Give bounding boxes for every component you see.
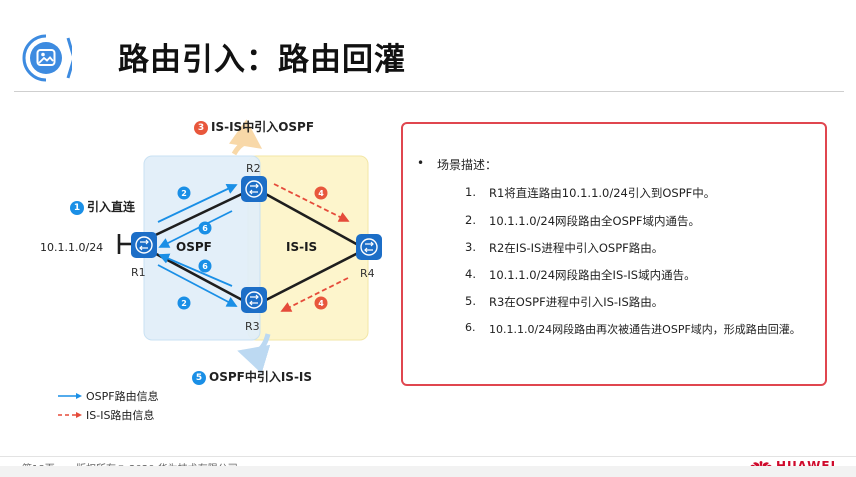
badge-6-top: 6 [198,221,212,235]
isis-arrow-r2-r4 [273,183,350,222]
router-label-r1: R1 [131,266,146,279]
badge-text: 4 [318,299,324,308]
badge-text: 6 [202,224,208,233]
item-text: R3在OSPF进程中引入IS-IS路由。 [489,295,664,309]
step-text: 引入直连 [87,200,136,214]
router-icon-r3 [241,287,267,313]
scenario-title-text: 场景描述： [437,158,498,172]
footer-divider [0,456,856,457]
router-icon-r1 [131,232,157,258]
step-number: 3 [194,121,208,135]
item-text: 10.1.1.0/24网段路由全OSPF域内通告。 [489,214,700,228]
page-title: 路由引入：路由回灌 [118,42,406,78]
badge-6-bottom: 6 [198,259,212,273]
item-text: 10.1.1.0/24网段路由全IS-IS域内通告。 [489,268,696,282]
router-icon-r2 [241,176,267,202]
image-icon [22,34,72,82]
topology-graphic: 2 6 6 2 4 4 [117,119,382,374]
router-label-r4: R4 [360,267,375,280]
header-divider [14,91,844,92]
legend-label: OSPF路由信息 [86,390,159,403]
item-text: 10.1.1.0/24网段路由再次被通告进OSPF域内，形成路由回灌。 [489,323,801,336]
ospf-domain-label: OSPF [176,240,212,254]
item-text: R1将直连路由10.1.1.0/24引入到OSPF中。 [489,186,716,200]
network-prefix: 10.1.1.0/24 [40,241,104,254]
router-icon-r4 [356,234,382,260]
badge-text: 2 [181,299,187,308]
ospf-arrow-r3-r1 [158,253,233,287]
bullet-icon: • [417,156,425,170]
isis-arrow-r4-r3 [280,277,349,312]
links [117,190,361,304]
import-curve-bottom [237,333,271,374]
ospf-arrow-r2-r1 [158,210,233,248]
badge-4-top: 4 [314,186,328,200]
badge-2-top: 2 [177,186,191,200]
scenario-title: • 场景描述： [417,156,498,173]
router-label-r3: R3 [245,320,260,333]
badge-4-bottom: 4 [314,296,328,310]
badge-text: 2 [181,189,187,198]
ospf-arrow-r1-r2 [157,183,238,223]
step-text: OSPF中引入IS-IS [209,370,313,384]
badge-2-bottom: 2 [177,296,191,310]
scenario-description-box: • 场景描述： 1. R1将直连路由10.1.1.0/24引入到OSPF中。 2… [401,122,827,386]
solid-arrow-icon [58,393,82,399]
badge-text: 6 [202,262,208,271]
network-diagram: 2 6 6 2 4 4 [0,96,400,446]
legend-label: IS-IS路由信息 [86,409,155,422]
item-number: 3. [465,240,476,254]
item-number: 1. [465,185,476,199]
import-curve-top [228,119,263,156]
step-number: 5 [192,371,206,385]
router-label-r2: R2 [246,162,261,175]
step-number: 1 [70,201,84,215]
item-text: R2在IS-IS进程中引入OSPF路由。 [489,241,664,255]
slide-header: 路由引入：路由回灌 [0,0,856,96]
bottom-strip [0,466,856,477]
isis-domain-label: IS-IS [286,240,318,254]
item-number: 6. [465,321,476,334]
step-text: IS-IS中引入OSPF [211,120,315,134]
item-number: 4. [465,267,476,281]
dashed-arrow-icon [58,412,82,418]
item-number: 5. [465,294,476,308]
ospf-arrow-r1-r3 [157,264,238,307]
item-number: 2. [465,213,476,227]
badge-text: 4 [318,189,324,198]
